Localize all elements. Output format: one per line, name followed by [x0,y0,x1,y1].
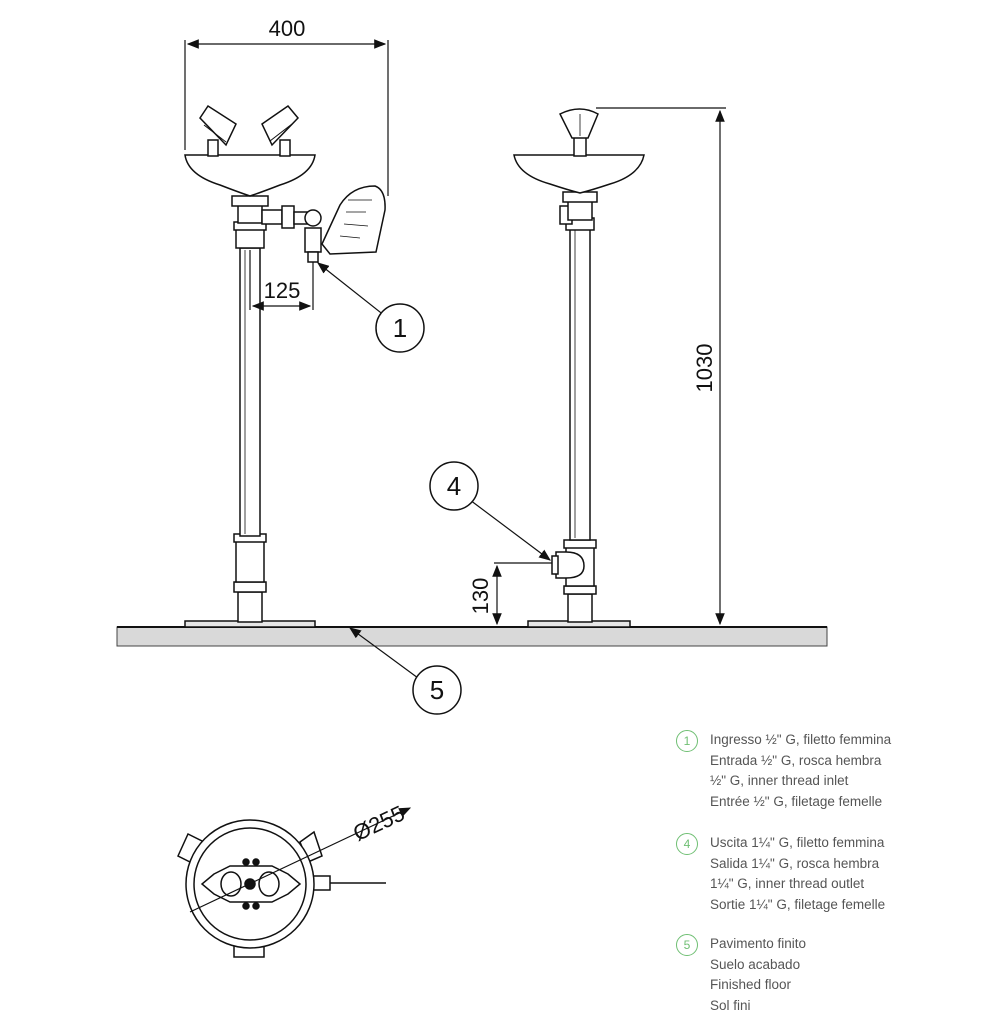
legend-line: Entrée ½" G, filetage femelle [710,792,891,813]
finished-floor [117,627,827,646]
legend-line: Ingresso ½" G, filetto femmina [710,730,891,751]
legend-line: Suelo acabado [710,955,806,976]
legend-line: Sortie 1¼" G, filetage femelle [710,895,885,916]
dimension-diameter-255-label: Ø255 [349,800,408,845]
dimension-125-label: 125 [264,278,301,303]
legend-line: Entrada ½" G, rosca hembra [710,751,891,772]
callout-5-label: 5 [430,675,444,705]
side-view-eyewash [514,109,644,627]
callout-1 [318,263,424,352]
legend-line: Sol fini [710,996,806,1016]
legend-line: Uscita 1¼" G, filetto femmina [710,833,885,854]
plan-view [178,820,386,957]
dimension-1030-label: 1030 [692,344,717,393]
dimension-400-label: 400 [269,16,306,41]
legend-line: Pavimento finito [710,934,806,955]
legend-line: Finished floor [710,975,806,996]
legend-line: ½" G, inner thread inlet [710,771,891,792]
front-view-eyewash [185,106,385,627]
callout-1-label: 1 [393,313,407,343]
dimension-130 [494,563,552,624]
dimension-130-label: 130 [468,578,493,615]
callout-4-label: 4 [447,471,461,501]
legend-line: Salida 1¼" G, rosca hembra [710,854,885,875]
legend-badge-1: 1 [676,730,698,752]
legend-badge-5: 5 [676,934,698,956]
legend-line: 1¼" G, inner thread outlet [710,874,885,895]
legend-badge-4: 4 [676,833,698,855]
